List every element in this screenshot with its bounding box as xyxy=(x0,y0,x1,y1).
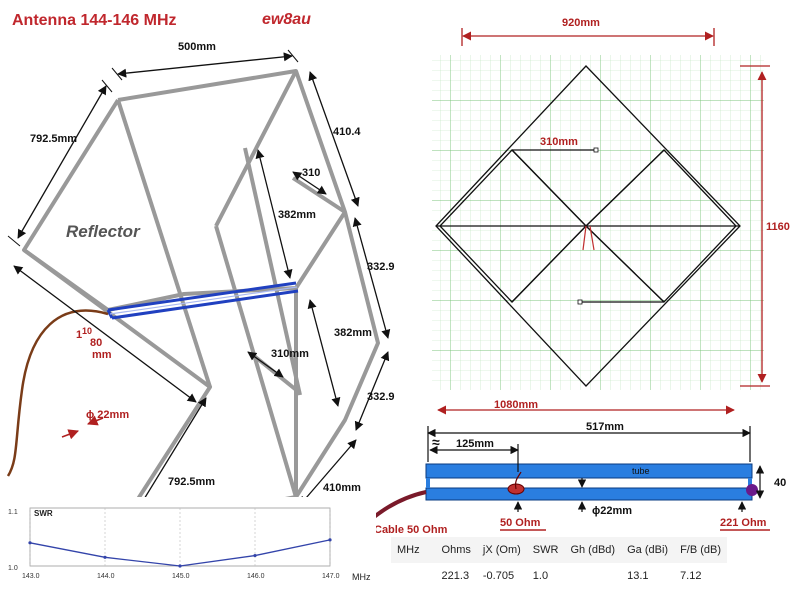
graph-paper xyxy=(432,55,764,390)
director-upper-a xyxy=(214,70,298,227)
grid-bottom-label: 1080mm xyxy=(494,399,538,411)
results-header-jx: jX (Om) xyxy=(476,537,527,563)
swr-x-tick: 144.0 xyxy=(97,573,115,580)
swr-xunit: MHz xyxy=(352,572,371,582)
swr-x-tick: 145.0 xyxy=(172,573,190,580)
grid-width-label: 920mm xyxy=(562,17,600,29)
swr-point xyxy=(178,564,182,568)
swr-point xyxy=(28,541,32,545)
cable-label: Cable 50 Ohm xyxy=(374,524,448,536)
results-header-swr: SWR xyxy=(526,537,565,563)
dim-right-mid: 332.9 xyxy=(367,261,395,273)
swr-x-tick: 143.0 xyxy=(22,573,40,580)
tube-top xyxy=(425,463,753,479)
results-ohms-value: 221.3 xyxy=(435,563,477,589)
dim-right-upper: 410.4 xyxy=(333,126,361,138)
tube-feed-label: 125mm xyxy=(456,438,494,450)
dim-pipe: ϕ 22mm xyxy=(86,409,129,421)
dim-diag-a: 10 xyxy=(82,326,92,336)
grid-drawing: 920mm 1160 1080mm 310mm xyxy=(432,17,790,415)
grid-height-label: 1160 xyxy=(766,221,790,233)
tube-end-cap xyxy=(746,484,758,496)
outer-diamond xyxy=(435,65,741,387)
tube-total-label: 517mm xyxy=(586,421,624,433)
results-header-row: MHz Ohms jX (Om) SWR Gh (dBd) Ga (dBi) F… xyxy=(391,537,728,563)
tube-approx-symbol: ≈ xyxy=(432,434,440,450)
tube-bottom xyxy=(425,487,753,501)
grid-stub-label: 310mm xyxy=(540,136,578,148)
director-lower-a xyxy=(214,225,298,498)
pipe-arrow-right xyxy=(87,415,104,426)
reflector-label: Reflector xyxy=(66,222,141,241)
dim-stub-top: 310 xyxy=(302,167,320,179)
results-table: MHz Ohms jX (Om) SWR Gh (dBd) Ga (dBi) F… xyxy=(391,537,728,589)
results-mhz-value[interactable]: 145.0 xyxy=(391,563,436,589)
results-header-ga: Ga (dBi) xyxy=(621,537,675,563)
z-end-label: 221 Ohm xyxy=(720,517,767,529)
results-header-gh: Gh (dBd) xyxy=(564,537,622,563)
upper-loop xyxy=(22,69,347,312)
swr-ylabel: SWR xyxy=(34,509,53,518)
results-header-mhz: MHz xyxy=(391,537,436,563)
pipe-arrow-left xyxy=(61,429,79,440)
dim-left-upper: 792.5mm xyxy=(30,133,77,145)
results-jx-value: -0.705 xyxy=(476,563,527,589)
swr-point xyxy=(103,555,107,559)
results-values-row: 145.0 221.3 -0.705 1.0 13.1 7.12 xyxy=(391,563,728,589)
results-swr-value: 1.0 xyxy=(526,563,565,589)
dim-diag-1: 1 xyxy=(76,329,82,341)
dim-inner-lower: 382mm xyxy=(334,327,372,339)
tube-drawing: 517mm ≈ 125mm 40 ϕ22mm tube 50 Ohm 221 O… xyxy=(425,421,786,531)
page-title: Antenna 144-146 MHz xyxy=(12,12,177,29)
swr-chart: 143.0 144.0 145.0 146.0 147.0 1.1 1.0 SWR MH… xyxy=(0,497,376,592)
results-fb-value: 7.12 xyxy=(674,563,728,589)
dim-top: 500mm xyxy=(178,41,216,53)
reflector-inner-left xyxy=(116,99,212,388)
tube-label: tube xyxy=(632,466,650,476)
results-header-fb: F/B (dB) xyxy=(674,537,728,563)
swr-x-tick: 147.0 xyxy=(322,573,340,580)
reflector-dimension-lines xyxy=(13,52,391,523)
dim-diag-mm: mm xyxy=(92,349,112,361)
dim-left-lower: 792.5mm xyxy=(168,476,215,488)
dim-stub-bottom: 310mm xyxy=(271,348,309,360)
author-label: ew8au xyxy=(262,11,311,28)
swr-y-top: 1.1 xyxy=(8,509,18,516)
tube-height-label: 40 xyxy=(774,477,786,489)
feed-marker xyxy=(582,225,587,251)
extension-ticks xyxy=(7,49,299,247)
results-gh-value xyxy=(564,563,622,589)
swr-point xyxy=(328,538,332,542)
dim-diag-b: 80 xyxy=(90,337,102,349)
z-feed-label: 50 Ohm xyxy=(500,517,541,529)
swr-x-tick: 146.0 xyxy=(247,573,265,580)
dim-bottom: 410mm xyxy=(323,482,361,494)
swr-y-bottom: 1.0 xyxy=(8,565,18,572)
results-ga-value: 13.1 xyxy=(621,563,675,589)
results-header-ohms: Ohms xyxy=(435,537,477,563)
dim-right-lower: 332.9 xyxy=(367,391,395,403)
swr-point xyxy=(253,553,257,558)
swr-series xyxy=(28,538,332,568)
tube-diameter-label: ϕ22mm xyxy=(592,505,632,517)
cable-left xyxy=(6,309,109,477)
dim-inner-upper: 382mm xyxy=(278,209,316,221)
